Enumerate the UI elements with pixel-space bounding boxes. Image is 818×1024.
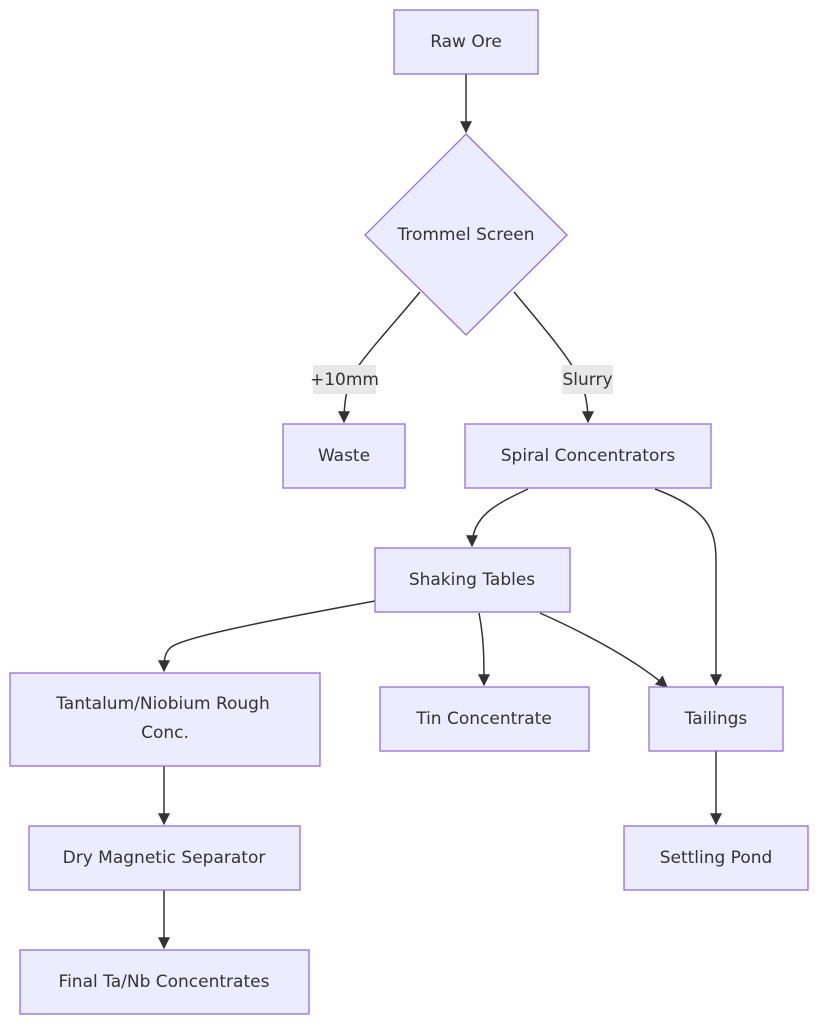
edge-shaking-to-tantalum [158,600,376,673]
node-tantalum-niobium-rough-label-line1: Tantalum/Niobium Rough [55,694,270,714]
node-trommel-screen-label: Trommel Screen [396,225,534,245]
node-settling-pond-label: Settling Pond [660,848,773,868]
edge-spiral-to-shaking [466,488,529,548]
edge-label-oversize-text: +10mm [310,370,379,390]
edge-label-slurry-text: Slurry [562,370,612,390]
node-waste: Waste [282,423,406,489]
node-raw-ore-label: Raw Ore [430,32,502,52]
node-tailings: Tailings [648,686,784,752]
edge-label-slurry: Slurry [562,365,613,394]
edge-label-oversize: +10mm [310,365,379,394]
edge-trommel-to-spiral [513,291,594,424]
node-dry-magnetic-separator: Dry Magnetic Separator [28,825,301,891]
node-tin-concentrate-label: Tin Concentrate [415,709,552,729]
node-spiral-concentrators-label: Spiral Concentrators [501,446,676,466]
edge-shaking-to-tailings [539,612,668,688]
node-tantalum-niobium-rough-label-line2: Conc. [141,723,189,743]
node-settling-pond: Settling Pond [623,825,809,891]
node-waste-label: Waste [318,446,370,466]
node-tin-concentrate: Tin Concentrate [379,686,590,752]
edge-trommel-to-waste [338,291,421,424]
node-spiral-concentrators: Spiral Concentrators [464,423,712,489]
node-shaking-tables: Shaking Tables [374,547,571,613]
edge-shaking-to-tin [477,612,490,687]
node-tantalum-niobium-rough: Tantalum/Niobium Rough Conc. [9,672,321,767]
node-trommel-screen: Trommel Screen [364,133,568,336]
node-dry-magnetic-separator-label: Dry Magnetic Separator [63,848,266,868]
node-final-ta-nb-concentrates-label: Final Ta/Nb Concentrates [59,972,270,992]
node-tailings-label: Tailings [684,709,748,729]
node-raw-ore: Raw Ore [393,9,539,75]
node-final-ta-nb-concentrates: Final Ta/Nb Concentrates [19,949,310,1015]
node-shaking-tables-label: Shaking Tables [409,570,535,590]
edge-spiral-to-tailings [654,488,722,687]
